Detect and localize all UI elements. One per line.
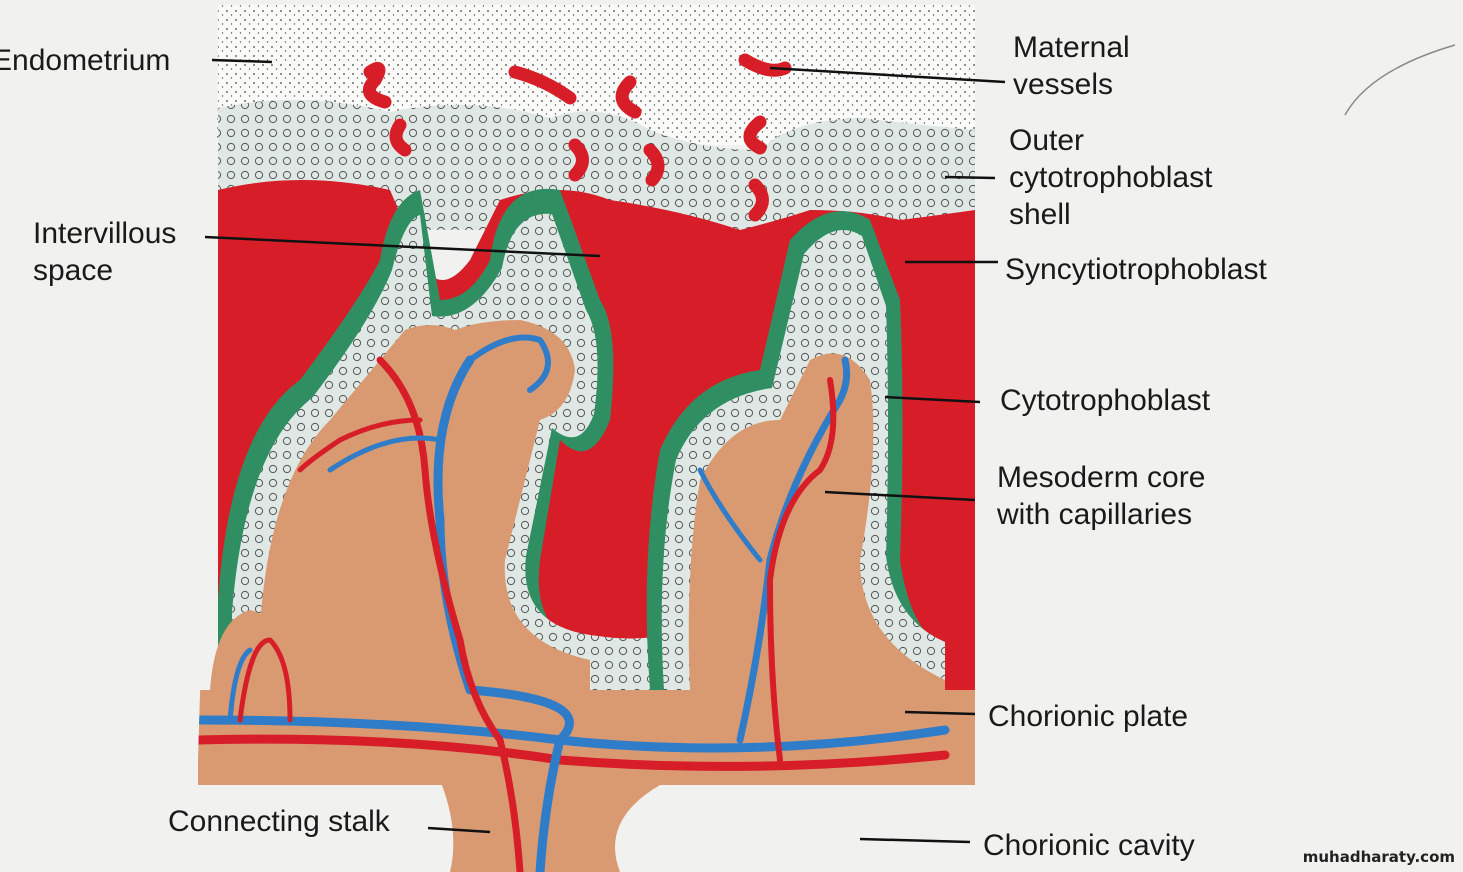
left-loop-artery bbox=[297, 417, 423, 473]
leader-chorionic-plate bbox=[904, 710, 976, 716]
left-branch-vein bbox=[327, 435, 443, 473]
maternal-vessel-1 bbox=[363, 61, 392, 109]
small-villus-artery bbox=[237, 637, 293, 723]
watermark: muhadharaty.com bbox=[1302, 848, 1455, 866]
small-villus-vein bbox=[227, 647, 253, 723]
label-syncytiotrophoblast: Syncytiotrophoblast bbox=[1005, 253, 1267, 286]
left-villus bbox=[210, 188, 700, 690]
label-outer-cytotrophoblast-shell: Outer cytotrophoblast shell bbox=[1009, 124, 1213, 231]
maternal-vessel-4 bbox=[615, 75, 642, 119]
label-chorionic-plate: Chorionic plate bbox=[988, 700, 1189, 733]
label-endometrium: Endometrium bbox=[0, 44, 171, 77]
leader-endometrium bbox=[211, 58, 273, 64]
leader-outer-shell bbox=[944, 175, 996, 180]
leader-connecting-stalk bbox=[427, 826, 491, 834]
leader-cytotrophoblast bbox=[884, 395, 981, 404]
right-artery bbox=[767, 377, 837, 763]
chorionic-plate-artery bbox=[198, 734, 950, 771]
maternal-vessel-6 bbox=[743, 115, 767, 155]
label-mesoderm-core: Mesoderm core with capillaries bbox=[997, 461, 1206, 531]
stalk-artery bbox=[376, 356, 524, 872]
maternal-vessel-2 bbox=[389, 118, 412, 157]
left-loop-vein bbox=[467, 334, 551, 393]
label-connecting-stalk: Connecting stalk bbox=[168, 805, 390, 838]
leader-maternal-vessels bbox=[769, 66, 1006, 84]
label-intervillous-space: Intervillous space bbox=[33, 217, 177, 287]
page-curve-mark bbox=[1344, 44, 1456, 116]
maternal-vessel-9 bbox=[748, 178, 769, 222]
left-villus-mesoderm bbox=[260, 320, 590, 690]
leader-intervillous bbox=[204, 235, 601, 258]
leader-chorionic-cavity bbox=[859, 837, 971, 844]
connecting-stalk-region bbox=[440, 780, 660, 872]
label-cytotrophoblast: Cytotrophoblast bbox=[1000, 384, 1211, 417]
chorionic-cavity-region bbox=[618, 785, 975, 872]
label-chorionic-cavity: Chorionic cavity bbox=[983, 829, 1195, 862]
label-maternal-vessels: Maternal vessels bbox=[1013, 31, 1130, 101]
maternal-vessel-8 bbox=[643, 143, 665, 187]
right-branch-vein bbox=[697, 467, 763, 563]
maternal-vessel-7 bbox=[568, 138, 589, 182]
leader-mesoderm bbox=[824, 490, 976, 502]
right-villus-mesoderm bbox=[688, 353, 945, 690]
maternal-vessel-3 bbox=[508, 65, 577, 105]
